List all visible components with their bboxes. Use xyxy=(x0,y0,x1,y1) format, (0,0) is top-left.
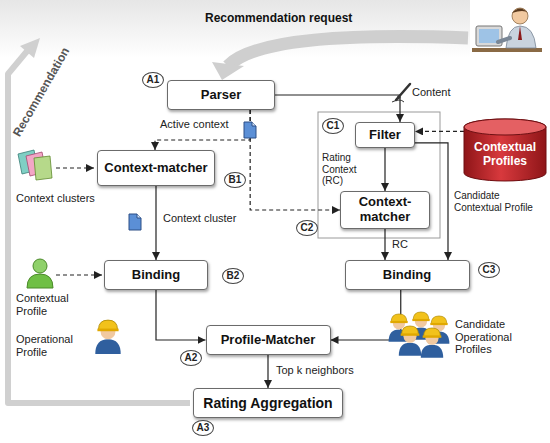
callout-number: A3 xyxy=(192,420,214,436)
recommendation-arrow-part xyxy=(20,38,40,58)
filter-box: Filter xyxy=(355,122,415,148)
icon-label: Operational Profile xyxy=(16,333,88,358)
recommendation-arrow xyxy=(8,38,190,403)
candidate-operational-profiles-icon-part xyxy=(399,326,421,356)
user-at-computer xyxy=(472,8,542,52)
request-label: Recommendation request xyxy=(205,12,352,26)
request-arrow xyxy=(212,37,468,80)
request-banner xyxy=(0,0,470,58)
node-text: Filter xyxy=(369,128,401,143)
icon-label: Candidate Operational Profiles xyxy=(455,318,543,356)
binding-box: Binding xyxy=(345,260,470,290)
context-clusters-icon-part xyxy=(34,156,52,180)
user-at-computer-part xyxy=(512,9,528,14)
content-pen-icon xyxy=(392,84,410,102)
request-arrow-part xyxy=(228,37,468,66)
node-text: Context-matcher xyxy=(104,161,207,176)
contextual-profile-icon-part xyxy=(27,274,53,288)
flow-arrow xyxy=(267,355,268,388)
request-arrow-part xyxy=(212,62,244,80)
content-pen-icon-part xyxy=(392,100,404,102)
node-text: Rating Aggregation xyxy=(203,395,332,411)
user-at-computer-part xyxy=(498,38,510,42)
flow-label: Active context xyxy=(160,118,228,131)
contextual-profile-icon xyxy=(27,259,53,288)
rating-aggregation-box: Rating Aggregation xyxy=(193,388,343,418)
clusters-input-line xyxy=(56,167,94,168)
cylinder-outline-part xyxy=(464,119,546,135)
flow-arrow xyxy=(384,229,385,260)
node-text: Parser xyxy=(201,88,241,103)
context-matcher-box: Context-matcher xyxy=(97,150,215,186)
callout-number: C2 xyxy=(296,220,318,236)
contextual-profile-icon-part xyxy=(33,259,47,273)
content-label: Content xyxy=(412,86,451,99)
node-text: Profile-Matcher xyxy=(221,333,316,348)
operational-profile-icon xyxy=(95,320,120,354)
cylinder-outline-part xyxy=(464,119,546,181)
node-text: Context-matcher xyxy=(347,195,423,225)
callout-number: C1 xyxy=(322,118,344,134)
user-at-computer-part xyxy=(472,48,542,52)
callout-number: A2 xyxy=(180,350,202,366)
node-text: Binding xyxy=(132,268,180,283)
flow-arrow xyxy=(415,131,464,132)
node-text: Contextual Profiles xyxy=(470,141,540,169)
callout-number: B1 xyxy=(224,172,246,188)
flow-label: Top k neighbors xyxy=(276,364,354,377)
parser-box: Parser xyxy=(167,80,275,110)
flow-label: Rating Context (RC) xyxy=(322,152,378,187)
flow-label: RC xyxy=(392,238,408,251)
context-matcher-box: Context-matcher xyxy=(340,191,430,229)
user-at-computer-part xyxy=(479,29,499,43)
user-at-computer-part xyxy=(512,8,528,24)
profile-database-cylinder: Contextual Profiles xyxy=(464,119,546,181)
callout-number: A1 xyxy=(142,72,164,88)
context-clusters-icon xyxy=(18,150,52,180)
active-context-doc-icon xyxy=(244,122,256,138)
user-at-computer-part xyxy=(518,26,522,40)
context-cluster-doc-icon xyxy=(129,214,141,230)
candidate-operational-profiles-icon xyxy=(389,312,450,358)
binding-box: Binding xyxy=(104,260,208,290)
icon-label: Context clusters xyxy=(16,192,95,205)
profile-input-line xyxy=(56,274,102,275)
callout-number: B2 xyxy=(222,268,244,284)
flow-label: Candidate Contextual Profile xyxy=(454,190,542,213)
flow-arrow xyxy=(156,290,206,340)
flow-arrow xyxy=(155,186,156,260)
flow-arrow xyxy=(331,290,401,340)
flow-label: Context cluster xyxy=(163,212,236,225)
flow-arrow xyxy=(155,110,250,150)
node-text: Binding xyxy=(383,268,431,283)
content-pen-icon-part xyxy=(396,95,401,100)
content-pen-icon-part xyxy=(396,84,410,100)
callout-number: C3 xyxy=(478,262,500,278)
recommendation-arrow-part xyxy=(8,50,190,403)
candidate-operational-profiles-icon-part xyxy=(421,328,443,358)
profile-matcher-box: Profile-Matcher xyxy=(206,325,331,355)
icon-label: Contextual Profile xyxy=(16,292,86,317)
flow-arrow xyxy=(384,148,385,191)
